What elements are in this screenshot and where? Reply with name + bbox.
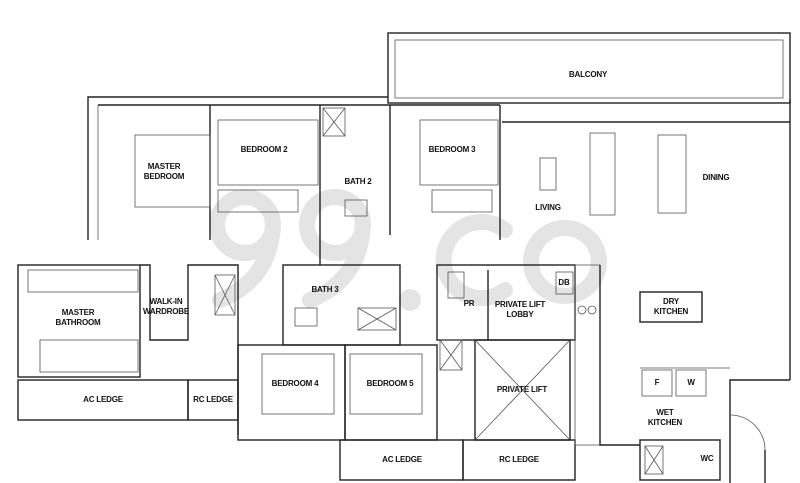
rc-ledge-2-outline [462, 439, 576, 481]
room-label-wc: WC [700, 454, 714, 463]
room-label-rc-ledge-1: RC LEDGE [193, 395, 233, 404]
room-label-db: DB [558, 278, 570, 287]
room-label-walk-in-wardrobe: WALK-IN WARDROBE [143, 297, 189, 316]
room-label-ac-ledge-2: AC LEDGE [382, 455, 422, 464]
room-label-rc-ledge-2: RC LEDGE [499, 455, 539, 464]
room-label-dry-kitchen: DRY KITCHEN [653, 297, 689, 316]
room-label-private-lift-lobby: PRIVATE LIFT LOBBY [494, 300, 546, 319]
room-label-ac-ledge-1: AC LEDGE [83, 395, 123, 404]
outer-wall-top [87, 96, 388, 240]
room-label-living: LIVING [535, 203, 561, 212]
bedroom-4-outline [237, 344, 346, 441]
room-label-pr: PR [463, 299, 475, 308]
room-label-fridge: F [654, 378, 660, 387]
watermark-nine-2-tail [302, 217, 371, 308]
room-label-bath-2: BATH 2 [344, 177, 372, 186]
wc-outline [639, 439, 721, 481]
room-label-bedroom-2: BEDROOM 2 [240, 145, 288, 154]
watermark-o [523, 220, 607, 304]
room-label-bedroom-5: BEDROOM 5 [366, 379, 414, 388]
room-label-balcony: BALCONY [568, 70, 608, 79]
room-label-wet-kitchen: WET KITCHEN [647, 408, 683, 427]
master-bathroom-outline [17, 264, 141, 378]
dry-kitchen-island [639, 291, 703, 323]
bedroom-5-outline [344, 344, 438, 441]
room-label-bath-3: BATH 3 [311, 285, 339, 294]
room-label-dining: DINING [702, 173, 730, 182]
room-label-bedroom-4: BEDROOM 4 [271, 379, 319, 388]
room-label-bedroom-3: BEDROOM 3 [428, 145, 476, 154]
watermark-nine-1-tail [212, 217, 281, 308]
room-label-master-bedroom: MASTER BEDROOM [143, 162, 185, 181]
balcony-outline [387, 32, 791, 104]
watermark-dot [399, 289, 421, 311]
bath-3-outline [282, 264, 401, 346]
room-label-master-bathroom: MASTER BATHROOM [55, 308, 101, 327]
watermark-c [435, 214, 513, 306]
room-label-private-lift: PRIVATE LIFT [496, 385, 548, 394]
room-label-washer: W [687, 378, 695, 387]
